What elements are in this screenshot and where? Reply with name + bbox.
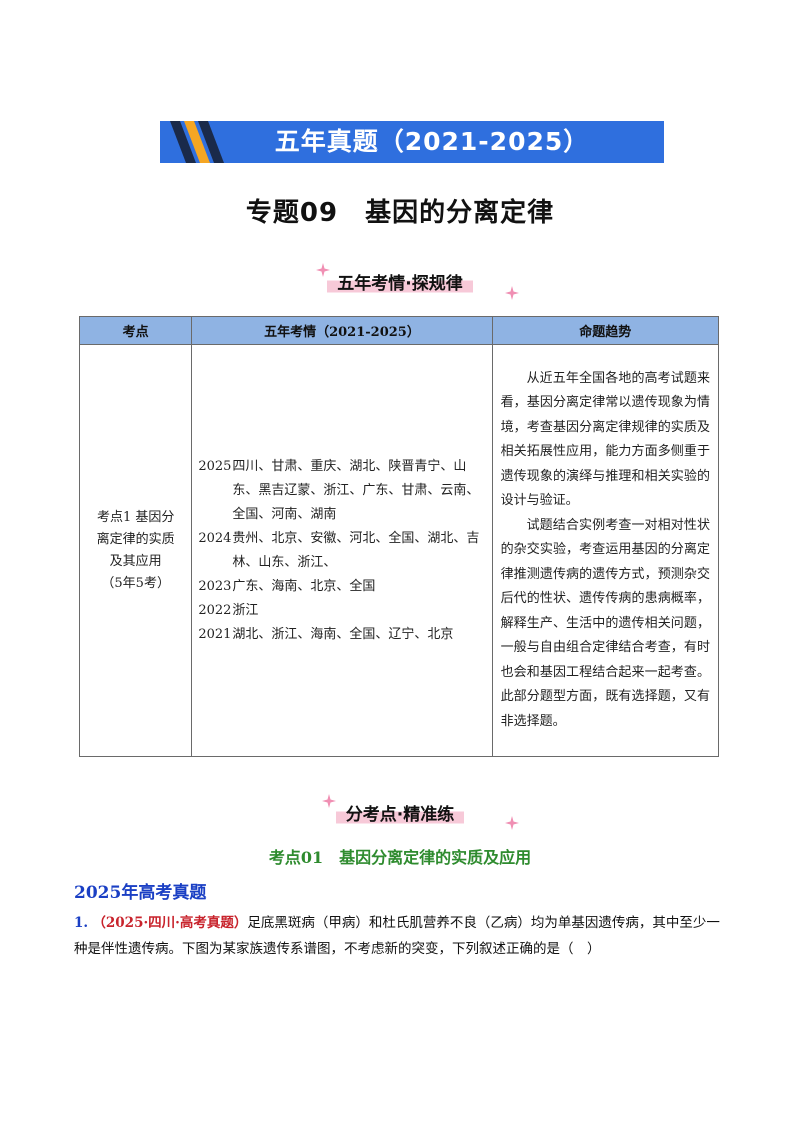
year-places: 湖北、浙江、海南、全国、辽宁、北京 bbox=[232, 626, 454, 642]
year-places: 四川、甘肃、重庆、湖北、陕晋青宁、山东、黑吉辽蒙、浙江、广东、甘肃、云南、全国、… bbox=[232, 458, 480, 522]
trend-paragraph: 从近五年全国各地的高考试题来看，基因分离定律常以遗传现象为情境，考查基因分离定律… bbox=[500, 370, 710, 509]
year-title: 2025年高考真题 bbox=[74, 883, 207, 903]
year-entry: 2025 四川、甘肃、重庆、湖北、陕晋青宁、山东、黑吉辽蒙、浙江、广东、甘肃、云… bbox=[198, 455, 485, 527]
column-header: 考点 bbox=[78, 316, 193, 345]
kaodian-line: 及其应用 bbox=[109, 553, 162, 569]
year-places: 贵州、北京、安徽、河北、全国、湖北、吉林、山东、浙江、 bbox=[232, 530, 480, 570]
stripe-decoration-icon bbox=[170, 121, 224, 163]
year-places: 广东、海南、北京、全国 bbox=[232, 578, 376, 594]
sparkle-icon bbox=[505, 286, 519, 300]
year-places: 浙江 bbox=[232, 602, 259, 618]
year-entry: 2023 广东、海南、北京、全国 bbox=[198, 575, 485, 599]
banner-text: 五年真题（2021-2025） bbox=[274, 127, 590, 156]
table-row: 考点1 基因分 离定律的实质 及其应用 （5年5考） 2025 四川、甘肃、重庆… bbox=[78, 344, 720, 757]
year-label: 2024 bbox=[198, 530, 232, 546]
trend-cell: 从近五年全国各地的高考试题来看，基因分离定律常以遗传现象为情境，考查基因分离定律… bbox=[491, 344, 720, 757]
kaodian-cell: 考点1 基因分 离定律的实质 及其应用 （5年5考） bbox=[78, 344, 193, 757]
year-label: 2021 bbox=[198, 626, 232, 642]
sparkle-icon bbox=[316, 263, 330, 277]
trend-paragraph: 试题结合实例考查一对相对性状的杂交实验，考查运用基因的分离定律推测遗传病的遗传方… bbox=[500, 517, 710, 729]
section-header-overview: 五年考情·探规律 bbox=[0, 265, 800, 299]
kaodian-line: 离定律的实质 bbox=[96, 531, 175, 547]
section-label: 五年考情·探规律 bbox=[327, 265, 473, 296]
top-banner: 五年真题（2021-2025） bbox=[160, 121, 664, 163]
sparkle-icon bbox=[505, 816, 519, 830]
years-cell: 2025 四川、甘肃、重庆、湖北、陕晋青宁、山东、黑吉辽蒙、浙江、广东、甘肃、云… bbox=[191, 344, 493, 757]
sparkle-icon bbox=[322, 794, 336, 808]
column-header: 五年考情（2021-2025） bbox=[191, 316, 493, 345]
year-entry: 2024 贵州、北京、安徽、河北、全国、湖北、吉林、山东、浙江、 bbox=[198, 527, 485, 575]
page-title: 专题09 基因的分离定律 bbox=[245, 198, 555, 228]
year-label: 2022 bbox=[198, 602, 232, 618]
question-source: （2025·四川·高考真题） bbox=[92, 915, 248, 931]
kaodian-title: 考点01 基因分离定律的实质及应用 bbox=[268, 848, 532, 867]
year-entry: 2021 湖北、浙江、海南、全国、辽宁、北京 bbox=[198, 623, 485, 647]
exam-overview-table: 考点 五年考情（2021-2025） 命题趋势 考点1 基因分 离定律的实质 及… bbox=[78, 316, 720, 757]
year-label: 2023 bbox=[198, 578, 232, 594]
column-header: 命题趋势 bbox=[491, 316, 720, 345]
question-number: 1. bbox=[74, 915, 89, 931]
year-label: 2025 bbox=[198, 458, 232, 474]
question-1: 1. （2025·四川·高考真题）足底黑斑病（甲病）和杜氏肌营养不良（乙病）均为… bbox=[74, 910, 724, 962]
kaodian-line: 考点1 基因分 bbox=[96, 509, 175, 525]
section-label: 分考点·精准练 bbox=[335, 796, 465, 827]
question-text: 足底黑斑病（甲病）和杜氏肌营养不良（乙病）均为单基因遗传病，其中至少一种是伴性遗… bbox=[74, 915, 720, 957]
section-header-practice: 分考点·精准练 bbox=[0, 796, 800, 830]
table-header-row: 考点 五年考情（2021-2025） 命题趋势 bbox=[78, 316, 720, 345]
kaodian-line: （5年5考） bbox=[101, 575, 170, 591]
year-entry: 2022 浙江 bbox=[198, 599, 485, 623]
